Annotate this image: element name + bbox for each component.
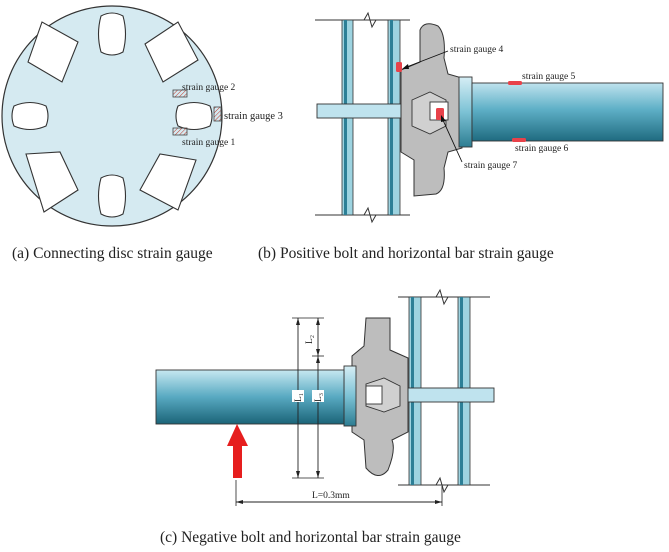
disc-lens-left <box>11 101 49 131</box>
dim-l2-arrow-top <box>316 318 320 325</box>
leader-gauge-7 <box>441 117 463 163</box>
strain-gauge-1-label: strain gauge 1 <box>182 138 236 148</box>
dim-l2-arrow-bottom <box>316 349 320 356</box>
disc-cutout-bottom-left <box>25 151 79 213</box>
strain-gauge-6-label: strain gauge 6 <box>515 144 569 154</box>
dim-l1-label-bg <box>292 390 304 402</box>
dim-l2-label: L₂ <box>305 335 315 344</box>
strain-gauge-4-marker <box>396 62 402 72</box>
dim-l3-label: L₃ <box>314 393 324 402</box>
disc-cutout-bottom-right <box>139 153 197 211</box>
dim-l1-arrow-top <box>296 318 300 325</box>
inner-nut-c <box>365 385 383 405</box>
dim-l3-arrow-bottom <box>316 471 320 478</box>
caption-c: (c) Negative bolt and horizontal bar str… <box>160 529 461 546</box>
leader-gauge-7-arrowhead <box>441 115 446 122</box>
strain-gauge-3-marker <box>213 106 222 122</box>
panel-b-positive-bolt: strain gauge 4 strain gauge 5 strain gau… <box>258 11 664 262</box>
caption-a: (a) Connecting disc strain gauge <box>12 245 213 262</box>
panel-a-connecting-disc: strain gauge 2 strain gauge 3 strain gau… <box>1 5 283 262</box>
dim-l1-label: L₁ <box>294 393 304 402</box>
load-arrow <box>227 424 248 478</box>
break-mark-bottom <box>363 206 377 224</box>
break-mark-top-c <box>435 288 449 306</box>
break-mark-bottom-c <box>435 476 449 494</box>
strain-gauge-2-label: strain gauge 2 <box>182 83 236 93</box>
strain-gauge-1-marker <box>172 127 188 136</box>
panel-c-negative-bolt: L₁ L₃ L₂ L=0.3mm (c) Negative bolt and h… <box>155 288 495 546</box>
dim-l3-arrow-top <box>316 356 320 363</box>
dim-length-arrow-left <box>236 500 243 504</box>
strain-gauge-3-label: strain gauge 3 <box>224 111 283 122</box>
strain-gauge-2-marker <box>172 89 188 98</box>
leader-gauge-4 <box>403 50 449 69</box>
dim-length-arrow-right <box>435 500 442 504</box>
caption-b: (b) Positive bolt and horizontal bar str… <box>258 245 554 262</box>
break-mark-top <box>363 11 377 29</box>
disc-lens-bottom <box>97 174 127 218</box>
disc-cutout-top-left <box>27 21 79 83</box>
disc-lens-right <box>175 101 213 131</box>
strain-gauge-4-label: strain gauge 4 <box>450 45 504 55</box>
strain-gauge-5-marker <box>508 81 522 85</box>
disc-cutout-top-right <box>144 21 199 83</box>
leader-gauge-4-arrowhead <box>402 64 409 69</box>
disc-lens-top <box>97 12 127 56</box>
dim-length-label: L=0.3mm <box>312 491 350 501</box>
dim-l1-arrow-bottom <box>296 471 300 478</box>
strain-gauge-7-label: strain gauge 7 <box>464 161 518 171</box>
bar-collar-c <box>343 365 357 427</box>
horizontal-bar <box>471 82 664 142</box>
strain-gauge-6-marker <box>512 138 526 142</box>
strain-gauge-5-label: strain gauge 5 <box>522 72 576 82</box>
dim-l3-label-bg <box>312 390 324 402</box>
bar-collar <box>458 76 473 148</box>
